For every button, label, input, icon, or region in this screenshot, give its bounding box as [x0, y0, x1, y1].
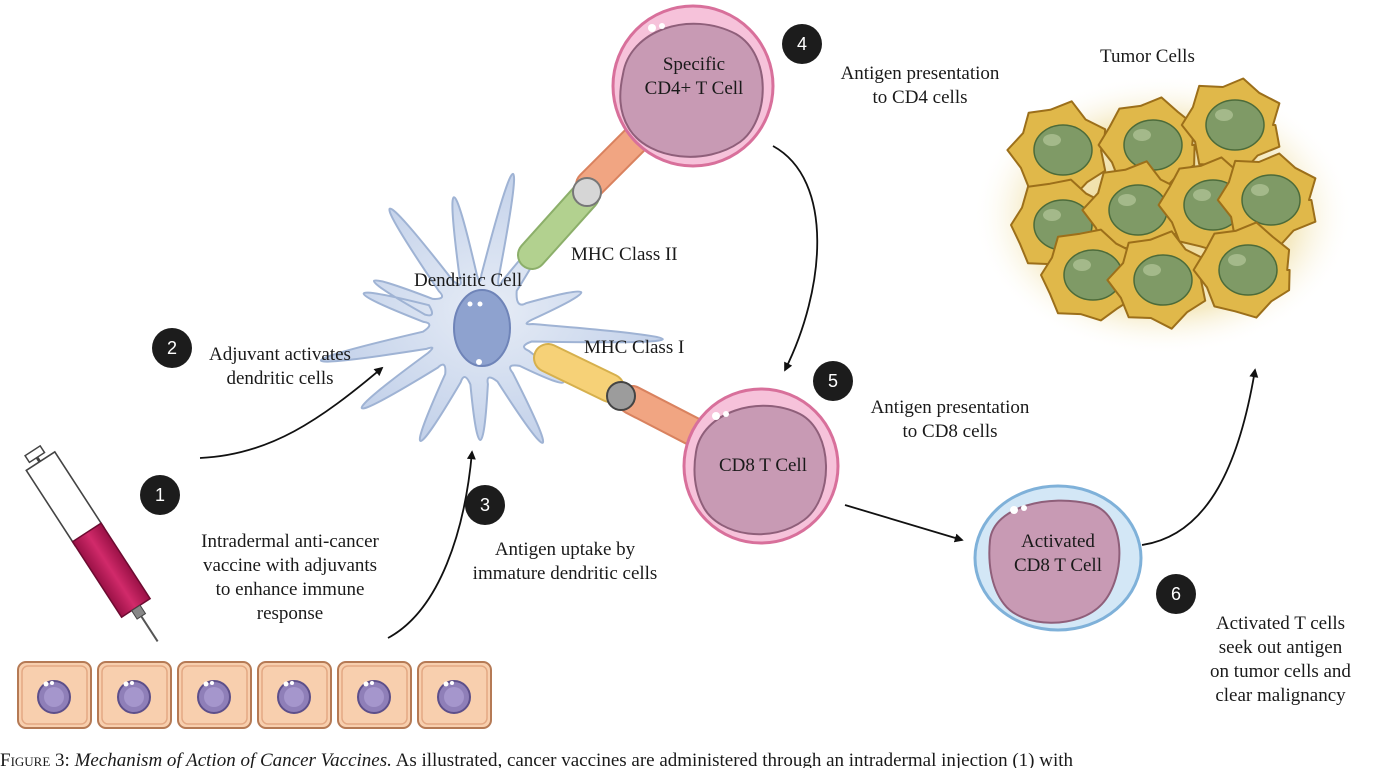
step-2-text: Adjuvant activates dendritic cells	[190, 343, 370, 391]
step-3-badge: 3	[465, 485, 505, 525]
step-3-text: Antigen uptake by immature dendritic cel…	[440, 538, 690, 586]
step-6-line: clear malignancy	[1215, 685, 1346, 706]
activated-label-line: Activated	[1021, 531, 1095, 552]
tumor-cell	[1192, 221, 1291, 319]
tumor-cells-mass	[973, 75, 1353, 355]
caption-text: As illustrated, cancer vaccines are admi…	[395, 750, 1074, 768]
dendritic-cell-label: Dendritic Cell	[414, 270, 523, 291]
tumor-cell	[1040, 228, 1138, 322]
cd8-t-cell-label: CD8 T Cell	[719, 455, 807, 476]
skin-cell-layer	[17, 661, 492, 729]
step-5-line: to CD8 cells	[902, 421, 998, 442]
arrow-skin-to-dendritic	[199, 366, 384, 459]
step-1-line: to enhance immune	[215, 579, 365, 600]
step-1-badge: 1	[140, 475, 180, 515]
step-5-badge: 5	[813, 361, 853, 401]
caption-label: Figure 3:	[0, 750, 70, 768]
cd8-t-cell	[682, 387, 840, 545]
activated-cd8-t-cell	[973, 484, 1143, 632]
process-arrows	[199, 145, 1259, 639]
figure-caption: Figure 3: Mechanism of Action of Cancer …	[0, 748, 1380, 768]
step-6-line: on tumor cells and	[1210, 661, 1351, 682]
cd4-label-line: CD4+ T Cell	[644, 78, 744, 99]
step-3-line: Antigen uptake by	[494, 539, 636, 560]
skin-cell	[17, 661, 92, 729]
step-1-line: Intradermal anti-cancer	[201, 531, 379, 552]
step-6-badge: 6	[1156, 574, 1196, 614]
skin-cell	[97, 661, 172, 729]
activated-cd8-label: Activated CD8 T Cell	[1003, 530, 1113, 578]
mhc-class-ii-receptor	[517, 120, 655, 270]
tumor-cells-label: Tumor Cells	[1100, 46, 1195, 67]
cd4-t-cell-label: Specific CD4+ T Cell	[640, 53, 748, 101]
arrow-cd4-to-cd8	[772, 145, 819, 372]
step-6-text: Activated T cells seek out antigen on tu…	[1188, 612, 1373, 708]
tumor-cell	[1097, 96, 1196, 194]
dendritic-cell	[319, 172, 664, 444]
step-1-line: response	[256, 603, 324, 624]
skin-cell	[417, 661, 492, 729]
arrow-uptake	[387, 450, 476, 639]
step-4-line: Antigen presentation	[840, 63, 1000, 84]
step-6-line: seek out antigen	[1218, 637, 1343, 658]
tumor-cell	[1006, 100, 1107, 200]
step-6-line: Activated T cells	[1215, 613, 1346, 634]
mhc-class-i-label: MHC Class I	[584, 337, 685, 358]
step-2-line: dendritic cells	[226, 368, 334, 389]
arrow-cd8-to-activated	[844, 504, 964, 543]
skin-cell	[257, 661, 332, 729]
caption-title: Mechanism of Action of Cancer Vaccines.	[74, 750, 392, 768]
skin-cell	[337, 661, 412, 729]
step-5-line: Antigen presentation	[870, 397, 1030, 418]
arrow-activated-to-tumor	[1141, 368, 1259, 546]
tumor-cell	[1106, 230, 1207, 330]
activated-label-line: CD8 T Cell	[1014, 555, 1102, 576]
cd4-t-cell	[611, 4, 775, 168]
mhc-class-ii-label: MHC Class II	[571, 244, 678, 265]
step-1-line: vaccine with adjuvants	[202, 555, 378, 576]
tumor-cell	[1216, 152, 1317, 248]
mhc-class-i-receptor	[533, 343, 709, 447]
step-4-badge: 4	[782, 24, 822, 64]
cd4-label-line: Specific	[662, 54, 726, 75]
step-3-line: immature dendritic cells	[472, 563, 658, 584]
syringe-icon	[24, 444, 159, 642]
step-2-badge: 2	[152, 328, 192, 368]
step-5-text: Antigen presentation to CD8 cells	[850, 396, 1050, 444]
step-1-text: Intradermal anti-cancer vaccine with adj…	[175, 530, 405, 626]
step-2-line: Adjuvant activates	[209, 344, 351, 365]
skin-cell	[177, 661, 252, 729]
step-4-text: Antigen presentation to CD4 cells	[820, 62, 1020, 110]
step-4-line: to CD4 cells	[872, 87, 968, 108]
